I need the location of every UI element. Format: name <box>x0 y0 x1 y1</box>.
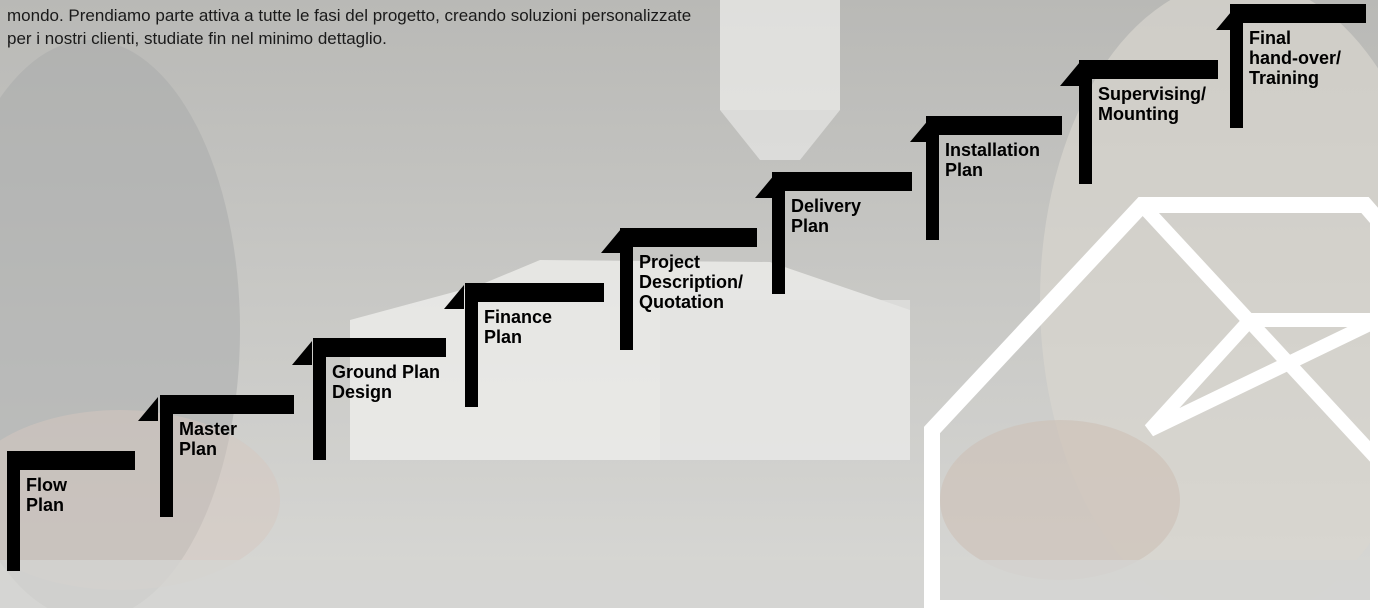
step-label: Final hand-over/ Training <box>1249 28 1342 88</box>
step-riser <box>772 172 785 294</box>
step-bar <box>160 395 294 414</box>
step-label: Finance Plan <box>484 307 553 347</box>
step-arrow-icon <box>601 229 621 253</box>
step-riser <box>926 116 939 240</box>
step-bar <box>620 228 757 247</box>
step-arrow-icon <box>755 174 775 198</box>
intro-line-2: per i nostri clienti, studiate fin nel m… <box>7 29 387 48</box>
step-arrow-icon <box>444 285 464 309</box>
step-label: Supervising/ Mounting <box>1098 84 1207 124</box>
step-arrow-icon <box>138 397 158 421</box>
step-bar <box>465 283 604 302</box>
step-riser <box>465 283 478 407</box>
step-riser <box>1079 60 1092 184</box>
step-label: Ground Plan Design <box>332 362 440 402</box>
step-bar <box>1079 60 1218 79</box>
step-arrow-icon <box>292 341 312 365</box>
step-riser <box>620 228 633 350</box>
step-bar <box>926 116 1062 135</box>
step-label: Flow Plan <box>26 475 67 515</box>
step-label: Installation Plan <box>945 140 1041 180</box>
step-bar <box>1230 4 1366 23</box>
intro-text: mondo. Prendiamo parte attiva a tutte le… <box>7 4 907 50</box>
intro-line-1: mondo. Prendiamo parte attiva a tutte le… <box>7 6 692 25</box>
step-label: Delivery Plan <box>791 196 862 236</box>
step-riser <box>1230 4 1243 128</box>
step-riser <box>7 451 20 571</box>
step-arrow-icon <box>1060 62 1080 86</box>
step-bar <box>7 451 135 470</box>
step-label: Project Description/ Quotation <box>639 252 744 312</box>
step-bar <box>772 172 912 191</box>
step-riser <box>160 395 173 517</box>
step-bar <box>313 338 446 357</box>
step-arrow-icon <box>910 118 930 142</box>
step-riser <box>313 338 326 460</box>
step-label: Master Plan <box>179 419 238 459</box>
